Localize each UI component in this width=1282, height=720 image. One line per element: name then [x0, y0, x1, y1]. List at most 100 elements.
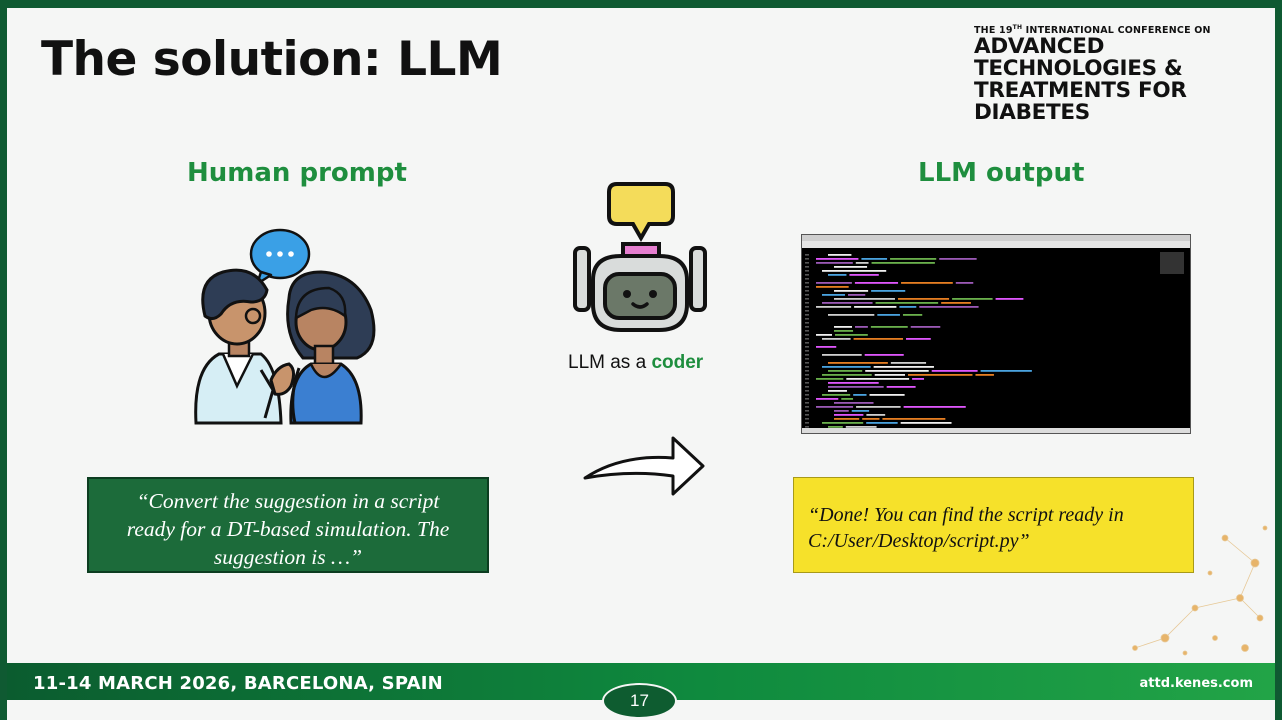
code-line-number: [805, 362, 809, 364]
code-token: [903, 406, 966, 408]
code-token: [816, 406, 854, 408]
code-token: [855, 262, 869, 264]
code-token: [816, 346, 837, 348]
code-token: [931, 370, 978, 372]
code-line-number: [805, 330, 809, 332]
code-token: [869, 394, 905, 396]
code-token: [822, 354, 862, 356]
code-minimap: [1160, 252, 1184, 274]
code-line-number: [805, 422, 809, 424]
code-line-number: [805, 426, 809, 428]
editor-statusbar: [802, 428, 1190, 433]
editor-tabs: [802, 241, 1190, 248]
code-line-number: [805, 294, 809, 296]
code-token: [862, 418, 880, 420]
code-token: [828, 254, 852, 256]
code-token: [853, 394, 867, 396]
code-token: [854, 306, 897, 308]
code-token: [941, 302, 971, 304]
code-line-number: [805, 334, 809, 336]
code-token: [828, 314, 875, 316]
code-token: [822, 302, 873, 304]
code-token: [845, 426, 877, 428]
code-token: [901, 282, 953, 284]
code-token: [874, 374, 905, 376]
code-line-number: [805, 406, 809, 408]
code-token: [822, 374, 872, 376]
code-token: [855, 326, 868, 328]
code-token: [816, 262, 853, 264]
code-token: [886, 386, 916, 388]
code-line-number: [805, 414, 809, 416]
code-line-number: [805, 258, 809, 260]
code-token: [900, 422, 952, 424]
code-token: [828, 382, 879, 384]
code-token: [834, 414, 864, 416]
code-line-number: [805, 262, 809, 264]
editor-titlebar: [802, 235, 1190, 241]
code-line-number: [805, 278, 809, 280]
code-token: [856, 406, 901, 408]
code-token: [980, 370, 1032, 372]
code-token: [890, 258, 937, 260]
code-token: [834, 410, 849, 412]
code-token: [912, 378, 925, 380]
code-line-number: [805, 382, 809, 384]
code-line-number: [805, 286, 809, 288]
code-token: [816, 286, 849, 288]
code-token: [853, 338, 904, 340]
code-token: [828, 390, 847, 392]
prompt-line-1: “Convert the suggestion in a script: [136, 489, 440, 513]
code-line-number: [805, 306, 809, 308]
code-token: [816, 334, 832, 336]
output-line-2: C:/User/Desktop/script.py”: [808, 530, 1030, 552]
code-token: [822, 394, 851, 396]
llm-output-quote-box: “Done! You can find the script ready in …: [793, 477, 1194, 573]
code-token: [864, 354, 904, 356]
footer: 11-14 MARCH 2026, BARCELONA, SPAIN attd.…: [7, 663, 1275, 720]
llm-as-coder-label: LLM as a coder: [568, 352, 704, 373]
conference-logo: THE 19TH INTERNATIONAL CONFERENCE ON ADV…: [974, 24, 1275, 124]
code-token: [828, 426, 843, 428]
robot-coder-icon: [573, 182, 707, 332]
conference-url: attd.kenes.com: [1139, 676, 1254, 691]
code-line-number: [805, 326, 809, 328]
code-lines: [805, 252, 1184, 428]
code-line-number: [805, 358, 809, 360]
code-token: [877, 314, 900, 316]
code-line-number: [805, 254, 809, 256]
molecule-decoration: [1132, 525, 1268, 656]
code-line-number: [805, 418, 809, 420]
code-line-number: [805, 386, 809, 388]
code-token: [846, 378, 910, 380]
conference-line1: THE 19TH INTERNATIONAL CONFERENCE ON: [974, 24, 1211, 37]
code-token: [906, 338, 931, 340]
code-token: [822, 338, 851, 340]
code-line-number: [805, 274, 809, 276]
code-token: [866, 414, 886, 416]
code-line-number: [805, 270, 809, 272]
prompt-line-3: suggestion is …”: [213, 545, 363, 569]
code-line-number: [805, 374, 809, 376]
code-token: [841, 398, 854, 400]
code-token: [848, 294, 866, 296]
people-talking-illustration: [194, 228, 376, 425]
code-token: [828, 386, 884, 388]
code-token: [834, 266, 868, 268]
code-line-number: [805, 394, 809, 396]
code-token: [828, 370, 863, 372]
code-token: [828, 274, 847, 276]
code-token: [834, 330, 854, 332]
code-token: [816, 282, 852, 284]
code-token: [995, 298, 1024, 300]
code-token: [871, 262, 935, 264]
code-line-number: [805, 302, 809, 304]
code-line-number: [805, 322, 809, 324]
conference-date: 11-14 MARCH 2026, BARCELONA, SPAIN: [33, 673, 443, 694]
conference-line2: ADVANCED TECHNOLOGIES &: [974, 34, 1183, 82]
code-token: [822, 422, 864, 424]
woman-figure: [286, 270, 376, 425]
code-token: [907, 374, 973, 376]
code-token: [890, 362, 927, 364]
llm-output-heading: LLM output: [918, 158, 1085, 188]
